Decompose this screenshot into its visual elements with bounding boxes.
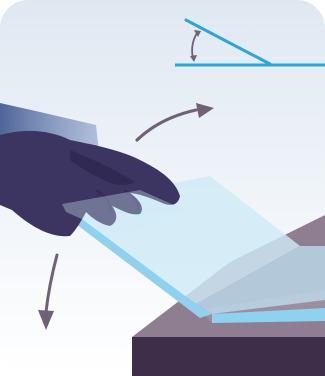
gloved-hand-icon	[0, 130, 180, 237]
down-arrow-icon	[38, 253, 59, 330]
glass-overlay	[62, 190, 185, 236]
rotate-arrow-icon	[135, 103, 214, 142]
angle-indicator-icon	[175, 18, 325, 67]
